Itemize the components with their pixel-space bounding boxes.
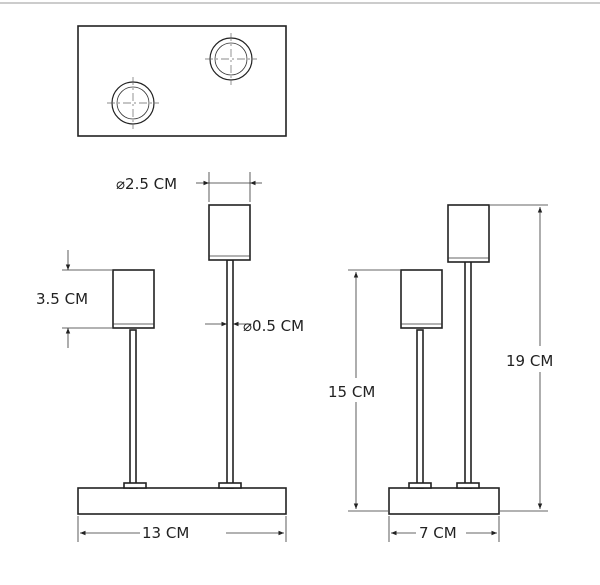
rod-diameter-dimension: ⌀0.5 CM: [205, 317, 304, 335]
tall-shade: [208, 204, 251, 261]
front-base: [77, 487, 287, 515]
shade-diameter-label: ⌀2.5 CM: [116, 175, 177, 193]
shade-height-dimension: 3.5 CM: [36, 250, 112, 348]
rod-diameter-label: ⌀0.5 CM: [243, 317, 304, 335]
top-view-hole-short: [107, 77, 159, 129]
side-tall-rod: [464, 259, 472, 489]
base-depth-label: 7 CM: [419, 524, 457, 542]
side-short-shade: [400, 269, 443, 329]
front-view: ⌀2.5 CM 3.5 CM ⌀0.5 CM 13 CM: [36, 172, 304, 542]
base-length-label: 13 CM: [142, 524, 189, 542]
shade-height-label: 3.5 CM: [36, 290, 88, 308]
tall-rod: [226, 259, 234, 489]
base-depth-dimension: 7 CM: [388, 516, 500, 542]
short-height-dimension: 15 CM: [328, 269, 400, 512]
side-tall-shade: [447, 204, 490, 263]
short-rod-foot: [123, 482, 147, 489]
tall-height-label: 19 CM: [506, 352, 553, 370]
tall-height-dimension: 19 CM: [490, 204, 553, 512]
top-view-hole-tall: [205, 33, 257, 85]
base-length-dimension: 13 CM: [77, 516, 287, 542]
shade-diameter-dimension: ⌀2.5 CM: [116, 172, 262, 202]
side-view: 15 CM 19 CM 7 CM: [328, 204, 553, 542]
short-height-label: 15 CM: [328, 383, 375, 401]
top-view-base-outline: [77, 25, 287, 137]
side-short-rod: [416, 329, 424, 489]
top-view: [77, 25, 287, 137]
tall-rod-foot: [218, 482, 242, 489]
side-base: [388, 487, 500, 515]
short-rod: [129, 329, 137, 489]
short-shade: [112, 269, 155, 329]
